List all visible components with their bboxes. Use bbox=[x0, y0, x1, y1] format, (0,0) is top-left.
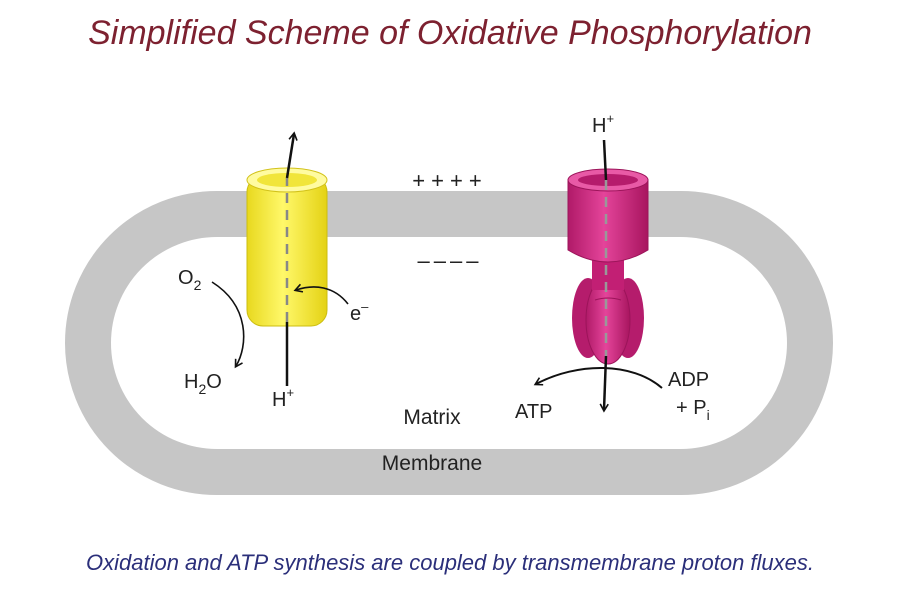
water-label: H2O bbox=[184, 371, 222, 397]
positive-charges-label: ++++ bbox=[412, 168, 487, 193]
electron-label: e– bbox=[350, 299, 369, 325]
phosphate-label: + Pi bbox=[676, 397, 710, 423]
electron-arrow bbox=[293, 283, 349, 305]
proton-arrow-right bbox=[602, 139, 608, 181]
oxygen-reduction-arrow bbox=[211, 281, 245, 369]
matrix-label: Matrix bbox=[403, 406, 461, 429]
proton-label-left: H+ bbox=[272, 385, 294, 411]
membrane-label: Membrane bbox=[382, 452, 482, 475]
proton-label-right: H+ bbox=[592, 111, 614, 137]
atp-label: ATP bbox=[515, 401, 552, 423]
adp-label: ADP bbox=[668, 369, 709, 391]
membrane-ring bbox=[65, 191, 833, 495]
oxygen-label: O2 bbox=[178, 267, 202, 293]
atp-synthase bbox=[567, 168, 649, 365]
atp-synthesis-arrow bbox=[533, 367, 663, 389]
diagram-title: Simplified Scheme of Oxidative Phosphory… bbox=[88, 14, 812, 52]
negative-charges-label: –––– bbox=[418, 248, 483, 273]
diagram-caption: Oxidation and ATP synthesis are coupled … bbox=[85, 550, 814, 575]
